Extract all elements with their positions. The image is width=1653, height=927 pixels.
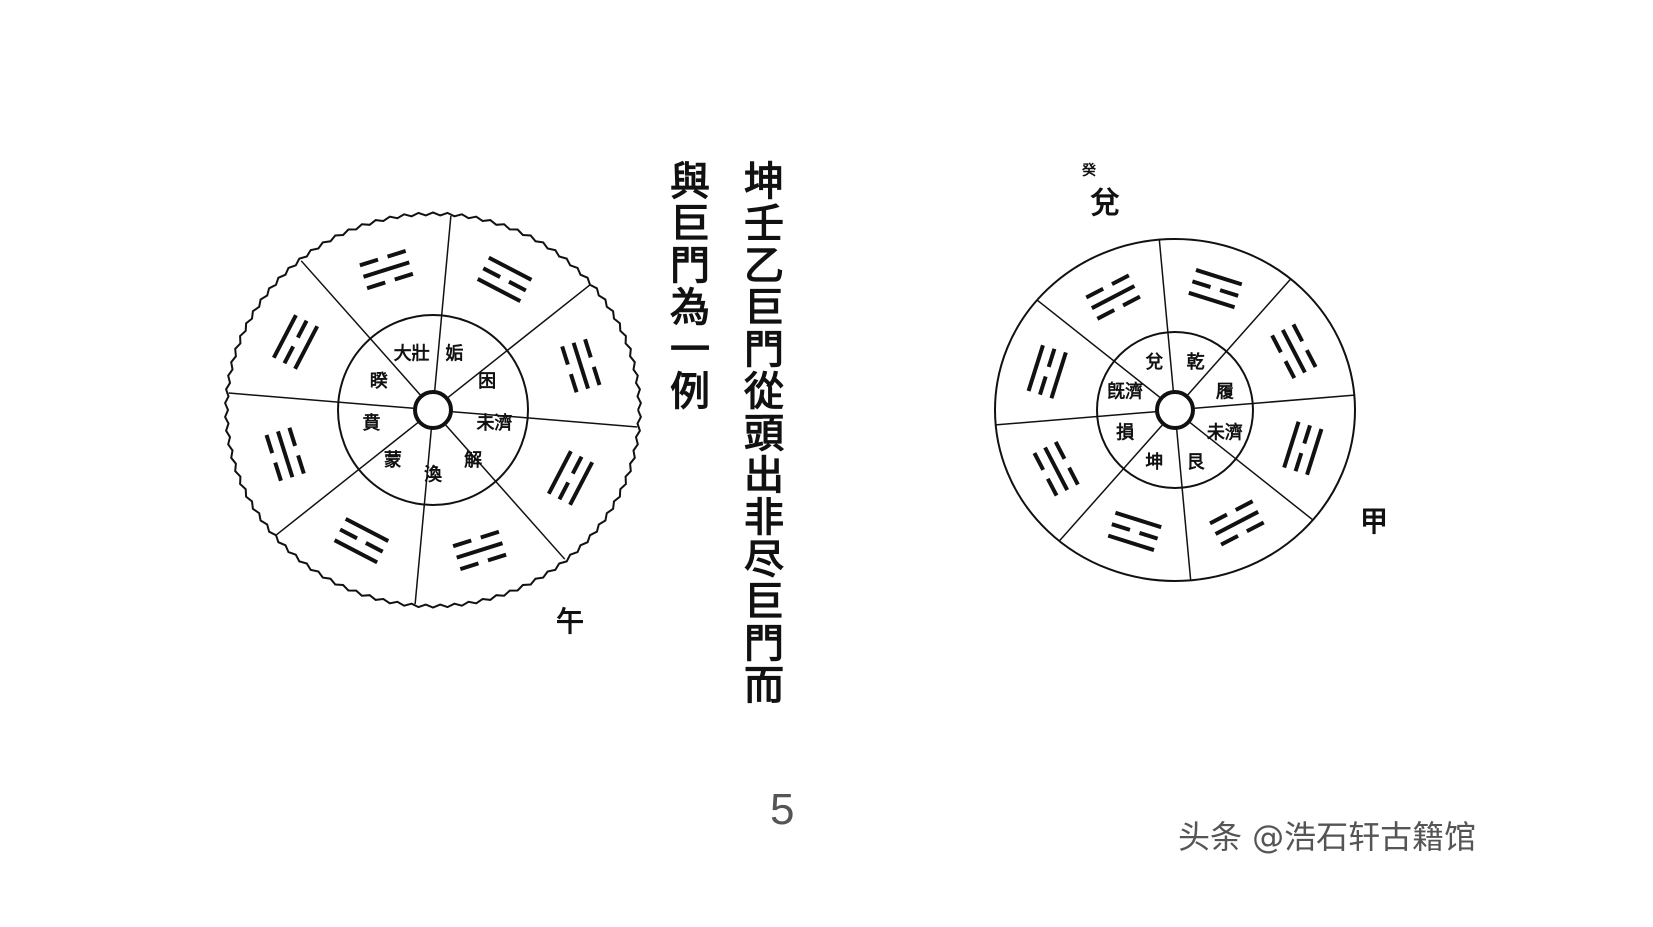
trigram-icon bbox=[264, 427, 306, 482]
inner-label: 睽 bbox=[370, 371, 388, 392]
trigram-icon bbox=[1085, 273, 1141, 321]
left-corner-mark: 午 bbox=[556, 605, 585, 638]
text-column-1: 坤壬乙巨門從頭出非尽巨門而 bbox=[737, 160, 784, 706]
trigram-icon bbox=[272, 314, 320, 370]
trigram-icon bbox=[476, 255, 533, 303]
text-column-2: 與巨門為一例 bbox=[663, 160, 710, 412]
inner-label: 未濟 bbox=[477, 412, 513, 434]
inner-label: 艮 bbox=[1187, 452, 1206, 473]
right-side-mark: 甲 bbox=[1360, 505, 1389, 538]
inner-label: 困 bbox=[478, 371, 496, 392]
trigram-icon bbox=[359, 248, 414, 291]
sector-divider bbox=[1058, 423, 1164, 542]
inner-label: 兌 bbox=[1145, 352, 1163, 373]
sector-divider bbox=[1186, 278, 1292, 397]
inner-label: 旣濟 bbox=[1107, 380, 1143, 402]
center-hub bbox=[413, 390, 453, 430]
sector-divider bbox=[1175, 427, 1192, 581]
sector-divider bbox=[1188, 420, 1314, 521]
outer-ring bbox=[994, 238, 1356, 582]
sector-divider bbox=[433, 215, 452, 393]
sector-divider bbox=[275, 420, 420, 536]
sector-divider bbox=[1036, 299, 1162, 400]
trigram-icon bbox=[452, 529, 507, 572]
trigram-icon bbox=[1026, 344, 1068, 399]
trigram-icon bbox=[1209, 499, 1265, 547]
inner-ring bbox=[337, 314, 529, 506]
trigram-icon bbox=[1032, 441, 1080, 497]
sector-divider bbox=[228, 392, 416, 410]
trigram-icon bbox=[1107, 510, 1162, 552]
inner-label: 履 bbox=[1216, 381, 1235, 402]
right-top-mark: 兌 bbox=[1090, 186, 1120, 221]
inner-label: 坤 bbox=[1145, 451, 1163, 473]
inner-label: 蒙 bbox=[384, 450, 402, 471]
inner-label: 未濟 bbox=[1207, 422, 1243, 444]
trigram-icon bbox=[560, 338, 602, 393]
sector-divider bbox=[1158, 239, 1175, 393]
watermark: 头条 @浩石轩古籍馆 bbox=[1178, 818, 1477, 856]
sector-divider bbox=[446, 284, 591, 400]
inner-ring bbox=[1096, 331, 1254, 489]
sector-divider bbox=[1192, 394, 1355, 410]
sector-divider bbox=[995, 410, 1158, 426]
trigram-icon bbox=[1282, 421, 1324, 476]
center-hub bbox=[1155, 390, 1195, 430]
inner-label: 乾 bbox=[1187, 351, 1205, 373]
sector-divider bbox=[450, 410, 638, 428]
outer-ring bbox=[223, 211, 643, 609]
right-top-small-mark: 癸 bbox=[1082, 163, 1096, 179]
sector-divider bbox=[414, 427, 433, 605]
inner-label: 損 bbox=[1116, 422, 1135, 444]
trigram-icon bbox=[1270, 323, 1318, 379]
inner-label: 渙 bbox=[424, 464, 443, 486]
sector-divider bbox=[300, 260, 422, 397]
inner-label: 解 bbox=[464, 449, 482, 471]
page-number: 5 bbox=[770, 785, 795, 834]
sector-divider bbox=[444, 423, 566, 560]
inner-label: 大壯 bbox=[394, 342, 430, 364]
trigram-icon bbox=[1188, 268, 1243, 310]
inner-label: 姤 bbox=[445, 342, 463, 364]
trigram-icon bbox=[333, 517, 390, 565]
inner-label: 賁 bbox=[362, 413, 380, 434]
trigram-icon bbox=[546, 450, 594, 506]
